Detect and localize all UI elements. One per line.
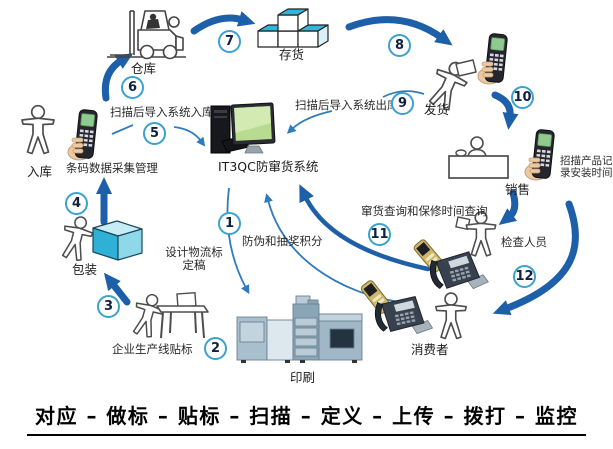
label-design-line1: 设计物流标 xyxy=(165,245,223,259)
label-barcode-mgmt: 条码数据采集管理 xyxy=(66,161,158,175)
process-banner: 对应 – 做标 – 贴标 – 扫描 – 定义 – 上传 – 拨打 – 监控 xyxy=(0,400,613,436)
step-circle-11: 11 xyxy=(368,223,391,246)
label-antifake: 防伪和抽奖积分 xyxy=(242,234,323,248)
label-warehouse: 仓库 xyxy=(131,61,157,76)
label-sales: 销售 xyxy=(505,182,531,197)
packaging-icon xyxy=(56,212,143,264)
arrow-sales-to-inspector xyxy=(498,189,519,225)
label-in-store: 入库 xyxy=(27,164,53,179)
person-in-store-icon xyxy=(21,104,55,155)
label-scan-in: 扫描后导入系统入库 xyxy=(110,105,214,119)
arrow-step-11-query xyxy=(299,184,431,272)
arrow-step-7 xyxy=(190,11,256,35)
step-circle-10: 10 xyxy=(511,86,534,109)
barcode-scanner-top-right-icon xyxy=(477,32,509,85)
step-circle-8: 8 xyxy=(388,34,411,57)
person-inspector-icon xyxy=(455,211,497,257)
process-banner-text: 对应 – 做标 – 贴标 – 扫描 – 定义 – 上传 – 拨打 – 监控 xyxy=(27,400,586,436)
production-line-icon xyxy=(127,290,209,340)
label-system: IT3QC防窜货系统 xyxy=(218,159,319,174)
step-circle-7: 7 xyxy=(218,30,241,53)
label-packaging: 包装 xyxy=(72,262,98,277)
inventory-boxes-icon xyxy=(257,8,329,48)
barcode-scanner-left-icon xyxy=(67,108,99,161)
arrow-step-3 xyxy=(103,272,131,306)
person-consumer-icon xyxy=(434,292,468,340)
arrow-step-5-to-system xyxy=(173,126,206,147)
forklift-icon xyxy=(107,10,186,60)
label-consumer: 消费者 xyxy=(411,342,449,357)
label-inspector: 检查人员 xyxy=(501,235,547,249)
step-circle-1: 1 xyxy=(218,212,241,235)
arrow-step-12 xyxy=(492,200,579,316)
label-printing: 印刷 xyxy=(290,370,316,385)
arrow-step-8 xyxy=(345,16,453,46)
step-circle-9: 9 xyxy=(391,92,414,115)
step-circle-2: 2 xyxy=(204,337,227,360)
sales-desk-icon xyxy=(448,136,509,179)
computer-system-icon xyxy=(210,102,276,154)
label-scan-out: 扫描后导入系统出库 xyxy=(295,98,399,112)
label-design: 设计物流标 定稿 xyxy=(162,246,226,272)
step-circle-5: 5 xyxy=(143,122,166,145)
arrow-system-to-print xyxy=(226,187,250,295)
step-circle-12: 12 xyxy=(513,265,536,288)
arrow-step-9-to-system xyxy=(286,110,333,134)
line-step-5-left xyxy=(111,124,134,135)
person-ship-icon xyxy=(423,55,477,115)
label-scan-record-line1: 招描产品记 xyxy=(560,155,613,167)
step-circle-6: 6 xyxy=(121,76,144,99)
label-query: 窜货查询和保修时间查询 xyxy=(361,204,488,218)
step-circle-3: 3 xyxy=(97,295,120,318)
label-design-line2: 定稿 xyxy=(182,258,206,272)
label-ship: 发货 xyxy=(424,102,450,117)
arrow-step-6 xyxy=(101,53,134,102)
line-step-9-swoosh xyxy=(382,90,425,98)
label-inventory: 存货 xyxy=(279,47,305,62)
barcode-scanner-right-icon xyxy=(524,128,556,181)
label-production: 企业生产线贴标 xyxy=(112,342,193,356)
step-circle-4: 4 xyxy=(65,192,88,215)
label-scan-record: 招描产品记 录安装时间 xyxy=(560,155,613,179)
label-scan-record-line2: 录安装时间 xyxy=(560,167,613,179)
arrow-step-10 xyxy=(491,91,519,130)
printing-press-icon xyxy=(236,295,363,363)
